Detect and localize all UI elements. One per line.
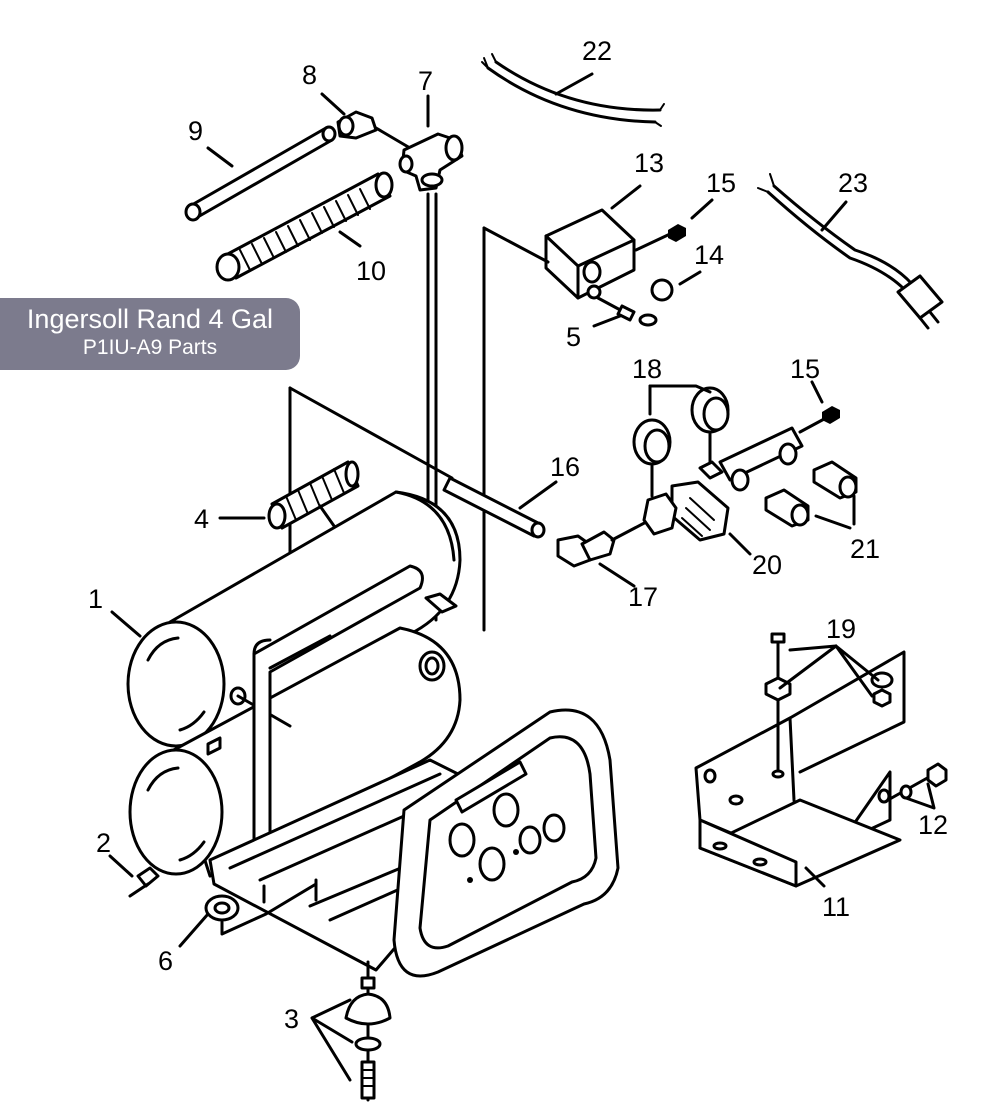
part-3-rubber-foot [344,960,392,1102]
part-14-plug [650,278,674,302]
callout-14: 14 [694,240,724,270]
handle-frame [252,564,424,882]
part-23-power-cord [757,173,944,330]
leader-lines [108,72,936,1082]
callout-10: 10 [356,256,386,286]
part-17-elbow [556,530,616,568]
manifold-body [642,426,804,536]
part-15-plug-manifold [798,406,840,434]
callout-17: 17 [628,582,658,612]
part-21-quick-coupler-a [812,460,858,500]
callout-labels: 1 2 3 4 5 6 7 8 9 10 11 12 13 14 15 15 1… [88,36,948,1034]
part-10-braided-hose [215,171,394,282]
part-16-tube [442,476,546,539]
callout-15-top: 15 [706,168,736,198]
part-15-plug-top [668,224,686,242]
part-4-handle-grip [267,460,360,530]
callout-8: 8 [302,60,317,90]
air-tank-lower [128,626,462,878]
part-21-quick-coupler-b [764,488,810,528]
callout-15-manifold: 15 [790,354,820,384]
title-badge: Ingersoll Rand 4 Gal P1IU-A9 Parts [0,298,300,370]
callout-16: 16 [550,452,580,482]
control-panel [392,708,620,978]
part-20-regulator [670,480,730,542]
callout-4: 4 [194,504,209,534]
callout-1: 1 [88,584,103,614]
callout-22: 22 [582,36,612,66]
part-9-tube [184,125,337,222]
part-2-drain-valve [128,866,160,898]
part-11-motor-bracket [694,650,906,888]
part-22-wire [481,53,665,127]
callout-21: 21 [850,534,880,564]
callout-12: 12 [918,810,948,840]
callout-9: 9 [188,116,203,146]
callout-23: 23 [838,168,868,198]
callout-6: 6 [158,946,173,976]
part-18-gauge-right [690,386,730,464]
title-subtitle: P1IU-A9 Parts [82,336,218,359]
callout-11: 11 [822,892,850,922]
callout-3: 3 [284,1004,299,1034]
callout-18: 18 [632,354,662,384]
part-8-elbow [336,110,378,140]
title-model: Ingersoll Rand 4 Gal [26,304,274,334]
part-18-gauge-left [632,418,672,498]
part-7-tee-fitting [398,132,464,192]
callout-13: 13 [634,148,664,178]
callout-7: 7 [418,66,433,96]
callout-2: 2 [96,828,111,858]
part-13-pressure-switch [544,208,636,300]
part-6-grommet [204,894,240,922]
part-12-bolt-washer [886,762,948,802]
callout-5: 5 [566,322,581,352]
part-5-terminal [596,296,658,327]
callout-20: 20 [752,550,782,580]
callout-19: 19 [826,614,856,644]
